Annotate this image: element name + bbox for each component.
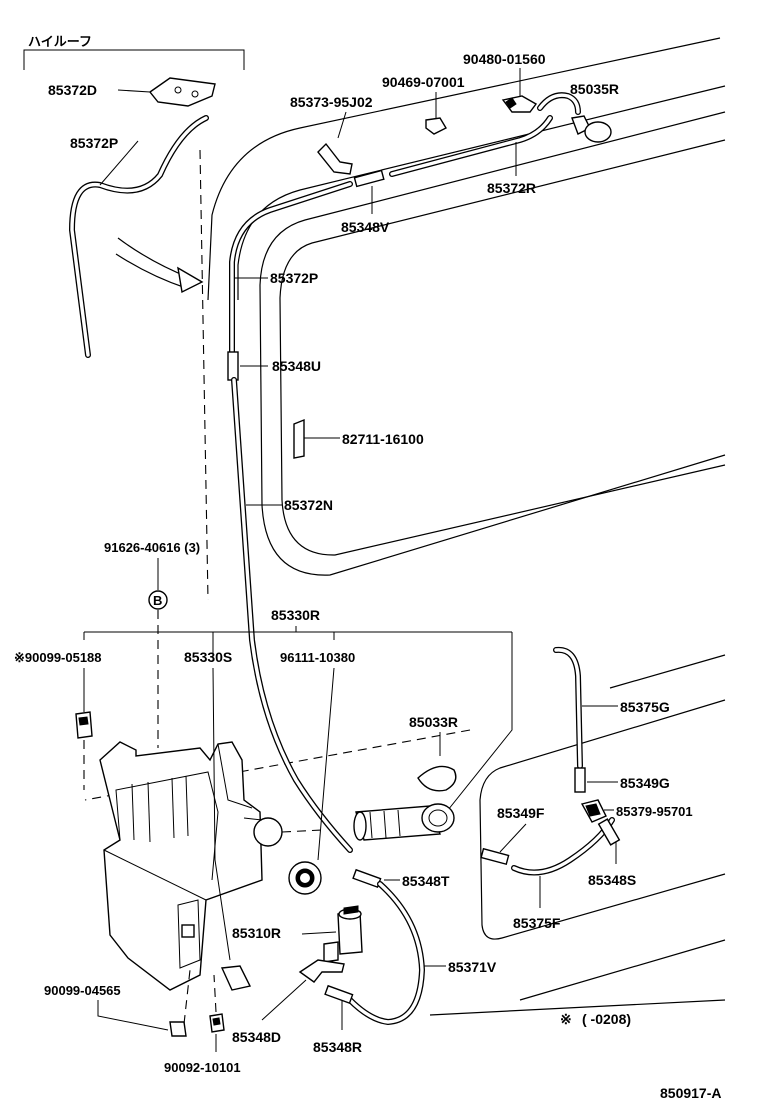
svg-text:85372N: 85372N bbox=[284, 497, 333, 513]
svg-text:85372P: 85372P bbox=[270, 270, 318, 286]
svg-text:85349G: 85349G bbox=[620, 775, 670, 791]
svg-text:85375F: 85375F bbox=[513, 915, 561, 931]
hose-85372R[interactable]: 85372R bbox=[389, 115, 553, 196]
joint-85348U[interactable]: 85348U bbox=[227, 351, 321, 381]
note-range: ( -0208) bbox=[582, 1011, 631, 1027]
assembly-85330R: 85330R bbox=[83, 607, 513, 821]
joint-85348R[interactable]: 85348R bbox=[313, 984, 362, 1055]
svg-text:85372D: 85372D bbox=[48, 82, 97, 98]
svg-text:85310R: 85310R bbox=[232, 925, 281, 941]
svg-text:B: B bbox=[153, 593, 162, 608]
label-90099-05188: ※90099-05188 bbox=[14, 650, 102, 665]
hose-85330S[interactable] bbox=[212, 667, 252, 991]
hose-85371V[interactable]: 85371V bbox=[347, 881, 497, 1025]
high-roof-bracket: ハイルーフ bbox=[23, 34, 245, 70]
svg-text:85371V: 85371V bbox=[448, 959, 497, 975]
svg-text:82711-16100: 82711-16100 bbox=[342, 431, 424, 447]
label-96111-10380: 96111-10380 bbox=[280, 650, 355, 665]
bolt-90099-04565[interactable]: 90099-04565 bbox=[44, 969, 191, 1037]
svg-text:85035R: 85035R bbox=[570, 81, 619, 97]
part-85373-95J02[interactable]: 85373-95J02 bbox=[290, 94, 373, 175]
svg-text:90480-01560: 90480-01560 bbox=[463, 51, 546, 67]
footnote: ※ ( -0208) bbox=[560, 1011, 631, 1027]
note-mark: ※ bbox=[560, 1011, 572, 1027]
pump-85310R[interactable]: 85310R bbox=[232, 905, 363, 963]
svg-text:85348U: 85348U bbox=[272, 358, 321, 374]
joint-85348D[interactable]: 85348D bbox=[232, 959, 345, 1045]
svg-text:85379-95701: 85379-95701 bbox=[616, 804, 693, 819]
svg-text:90469-07001: 90469-07001 bbox=[382, 74, 465, 90]
svg-text:85348T: 85348T bbox=[402, 873, 450, 889]
svg-text:85348R: 85348R bbox=[313, 1039, 362, 1055]
svg-text:85372P: 85372P bbox=[70, 135, 118, 151]
svg-text:90099-04565: 90099-04565 bbox=[44, 983, 121, 998]
part-85035R-nozzle[interactable]: 85035R bbox=[537, 81, 619, 143]
high-roof-label: ハイルーフ bbox=[28, 34, 92, 49]
bolt-91626-40616[interactable]: 91626-40616 (3) B bbox=[104, 540, 200, 748]
part-90469-07001[interactable]: 90469-07001 bbox=[382, 74, 465, 135]
hose-85372P-highroof[interactable]: 85372P bbox=[69, 115, 209, 358]
part-85372D[interactable]: 85372D bbox=[48, 77, 216, 107]
hose-85372P[interactable]: 85372P bbox=[229, 181, 353, 355]
svg-text:85330R: 85330R bbox=[271, 607, 320, 623]
svg-text:85348D: 85348D bbox=[232, 1029, 281, 1045]
label-85330S: 85330S bbox=[184, 649, 232, 665]
washer-reservoir-tank[interactable] bbox=[99, 741, 323, 991]
filler-neck-85033R[interactable]: 85033R bbox=[353, 714, 458, 841]
clip-90099-05188[interactable] bbox=[75, 668, 93, 790]
variant-arrow bbox=[115, 237, 204, 294]
clip-90092-10101[interactable]: 90092-10101 bbox=[164, 974, 241, 1075]
svg-text:85373-95J02: 85373-95J02 bbox=[290, 94, 373, 110]
diagram-code: 850917-A bbox=[660, 1085, 722, 1101]
hose-85372N[interactable]: 85372N bbox=[231, 377, 353, 853]
svg-text:85375G: 85375G bbox=[620, 699, 670, 715]
elbow-85379-95701[interactable]: 85379-95701 bbox=[580, 799, 693, 823]
joint-85349F[interactable]: 85349F bbox=[480, 805, 545, 866]
svg-text:85372R: 85372R bbox=[487, 180, 536, 196]
svg-text:91626-40616 (3): 91626-40616 (3) bbox=[104, 540, 200, 555]
joint-85348S[interactable]: 85348S bbox=[588, 818, 636, 888]
grommet-96111-10380[interactable] bbox=[288, 667, 335, 895]
hose-85375G[interactable]: 85375G bbox=[553, 646, 670, 769]
svg-text:85349F: 85349F bbox=[497, 805, 545, 821]
joint-85348V[interactable]: 85348V bbox=[341, 169, 390, 235]
svg-text:85348V: 85348V bbox=[341, 219, 390, 235]
svg-text:85033R: 85033R bbox=[409, 714, 458, 730]
joint-85348T[interactable]: 85348T bbox=[352, 868, 450, 889]
part-90480-01560[interactable]: 90480-01560 bbox=[463, 51, 546, 113]
svg-text:85348S: 85348S bbox=[588, 872, 636, 888]
svg-text:90092-10101: 90092-10101 bbox=[164, 1060, 241, 1075]
joint-85349G[interactable]: 85349G bbox=[574, 767, 670, 793]
clip-82711-16100[interactable]: 82711-16100 bbox=[293, 418, 424, 459]
